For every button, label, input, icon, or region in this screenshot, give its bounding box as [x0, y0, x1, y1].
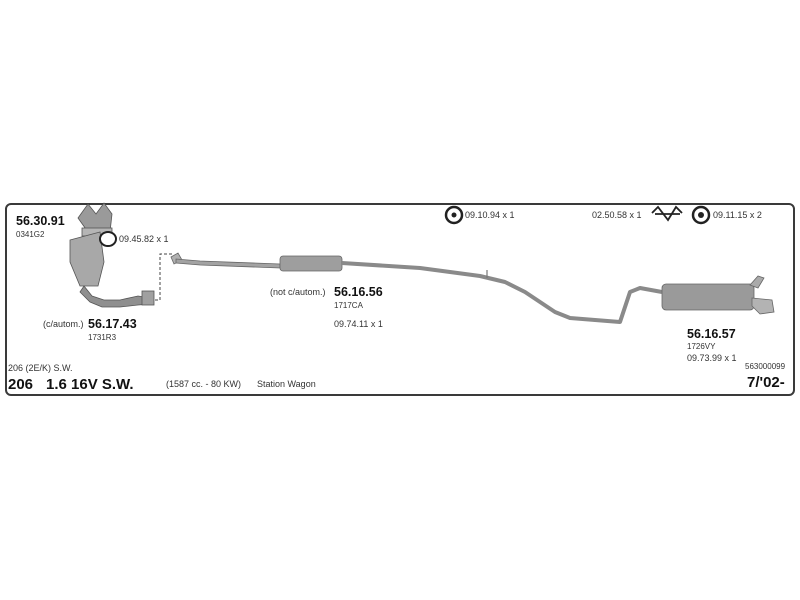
rear-muffler-accessory: 09.73.99 x 1	[687, 353, 737, 363]
hanger-right-label: 09.11.15 x 2	[713, 210, 762, 220]
middle-muffler-code: 1717CA	[334, 301, 363, 310]
gasket-icon	[99, 231, 117, 247]
rear-muffler-code: 1726VY	[687, 342, 716, 351]
catalyst-manifold-part	[69, 202, 155, 308]
gasket-label: 09.45.82 x 1	[119, 234, 169, 244]
middle-muffler-part-number: 56.16.56	[334, 285, 383, 299]
hanger-top-label: 09.10.94 x 1	[465, 210, 515, 220]
catalyst-auto-part-number: 56.17.43	[88, 317, 137, 331]
clamp-icon	[651, 205, 683, 222]
connection-dashed-line	[155, 253, 172, 301]
middle-muffler-part	[279, 255, 343, 272]
rear-muffler-part	[661, 275, 775, 315]
catalyst-manifold-part-number: 56.30.91	[16, 214, 65, 228]
rear-muffler-part-number: 56.16.57	[687, 327, 736, 341]
catalyst-auto-code: 1731R3	[88, 333, 117, 342]
vehicle-body: Station Wagon	[257, 379, 316, 389]
catalyst-manifold-code: 0341G2	[16, 230, 45, 239]
diagram-code: 563000099	[745, 362, 786, 371]
clamp-label: 02.50.58 x 1	[592, 210, 642, 220]
hanger-double-icon	[691, 205, 711, 225]
middle-pipe	[341, 261, 663, 324]
middle-muffler-prefix: (not c/autom.)	[270, 287, 326, 297]
catalyst-auto-prefix: (c/autom.)	[43, 319, 84, 329]
vehicle-spec: (1587 cc. - 80 KW)	[166, 379, 242, 389]
vehicle-subtitle: 206 (2E/K) S.W.	[8, 363, 73, 373]
vehicle-engine: 1.6 16V S.W.	[46, 376, 134, 393]
hanger-rubber-icon	[444, 205, 464, 225]
front-pipe	[170, 252, 281, 269]
middle-muffler-accessory: 09.74.11 x 1	[334, 319, 383, 329]
vehicle-year: 7/'02-	[747, 374, 785, 391]
vehicle-model: 206	[8, 376, 34, 393]
